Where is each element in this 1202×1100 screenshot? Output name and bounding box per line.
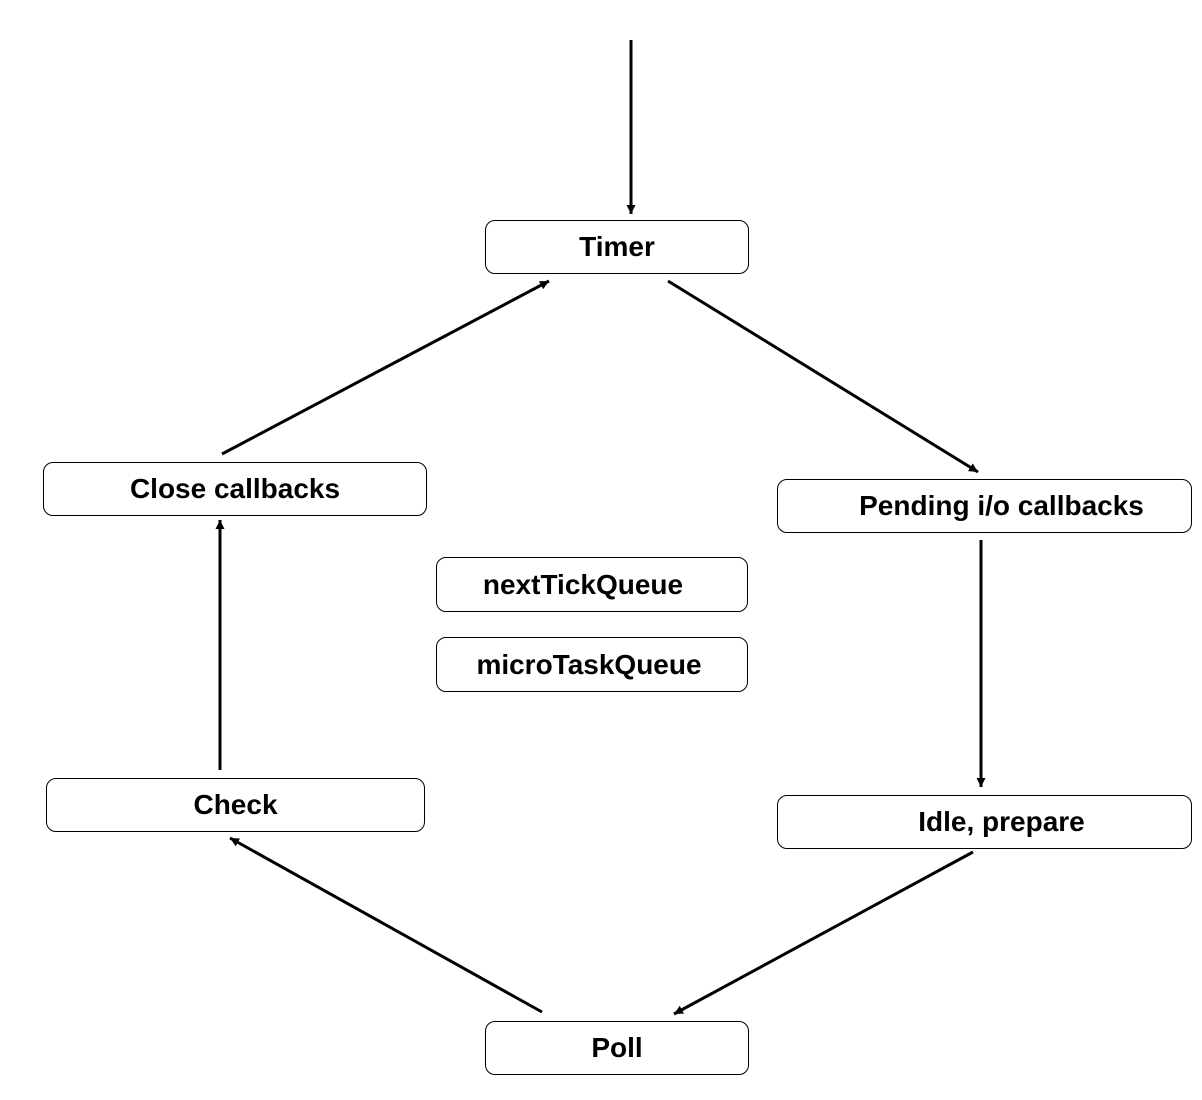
node-pending-io-callbacks: Pending i/o callbacks [777,479,1192,533]
arrow-idle-to-poll [673,850,974,1016]
node-pending-io-callbacks-label: Pending i/o callbacks [859,490,1144,521]
arrow-poll-to-check [229,836,543,1014]
node-micro-task-queue: microTaskQueue [436,637,748,692]
node-next-tick-queue: nextTickQueue [436,557,748,612]
node-check-label: Check [193,789,278,820]
node-check: Check [46,778,425,832]
node-next-tick-queue-label: nextTickQueue [482,568,684,600]
node-idle-prepare-label: Idle, prepare [918,806,1085,837]
node-micro-task-queue-label: microTaskQueue [476,648,702,680]
node-close-callbacks: Close callbacks [43,462,427,516]
node-timer: Timer [485,220,749,274]
arrow-timer-to-pending [667,279,979,474]
node-timer-label: Timer [579,231,655,262]
node-idle-prepare: Idle, prepare [777,795,1192,849]
node-poll: Poll [485,1021,749,1075]
node-poll-label: Poll [591,1032,643,1063]
arrow-close-to-timer [221,279,550,456]
node-close-callbacks-label: Close callbacks [129,473,341,504]
